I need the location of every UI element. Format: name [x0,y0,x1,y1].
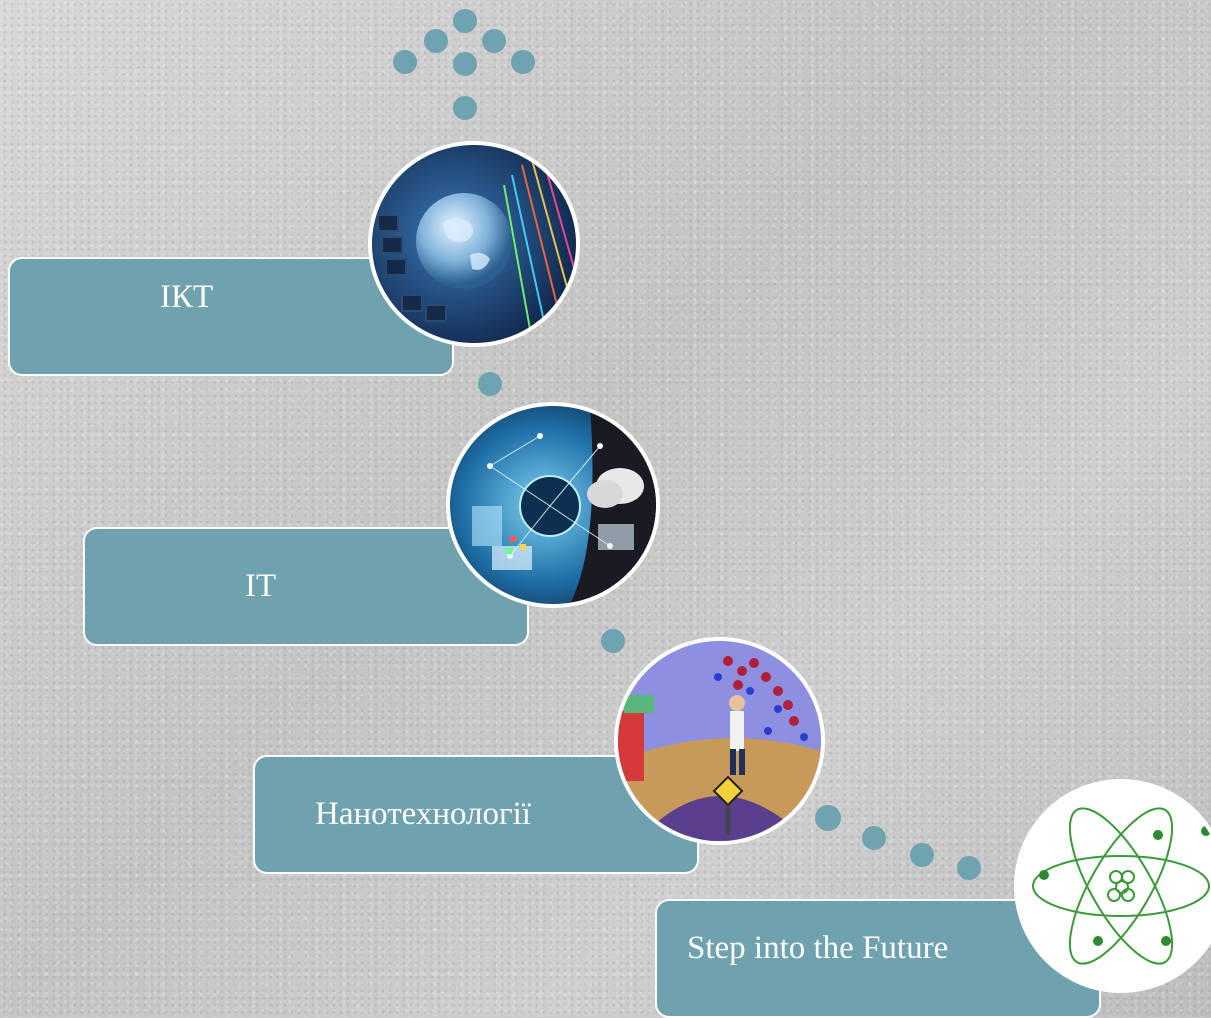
cloud-network-image [446,402,660,608]
molecule-people-image [614,637,825,845]
step-box-ikt: ІКТ [8,257,454,376]
step-label-nano: Нанотехнології [315,796,531,832]
globe-keyboard-image [368,141,580,347]
step-label-ikt: ІКТ [160,279,214,315]
step-label-it: IT [245,568,277,604]
step-label-future: Step into the Future [687,930,949,966]
atom-icon [1014,779,1211,993]
